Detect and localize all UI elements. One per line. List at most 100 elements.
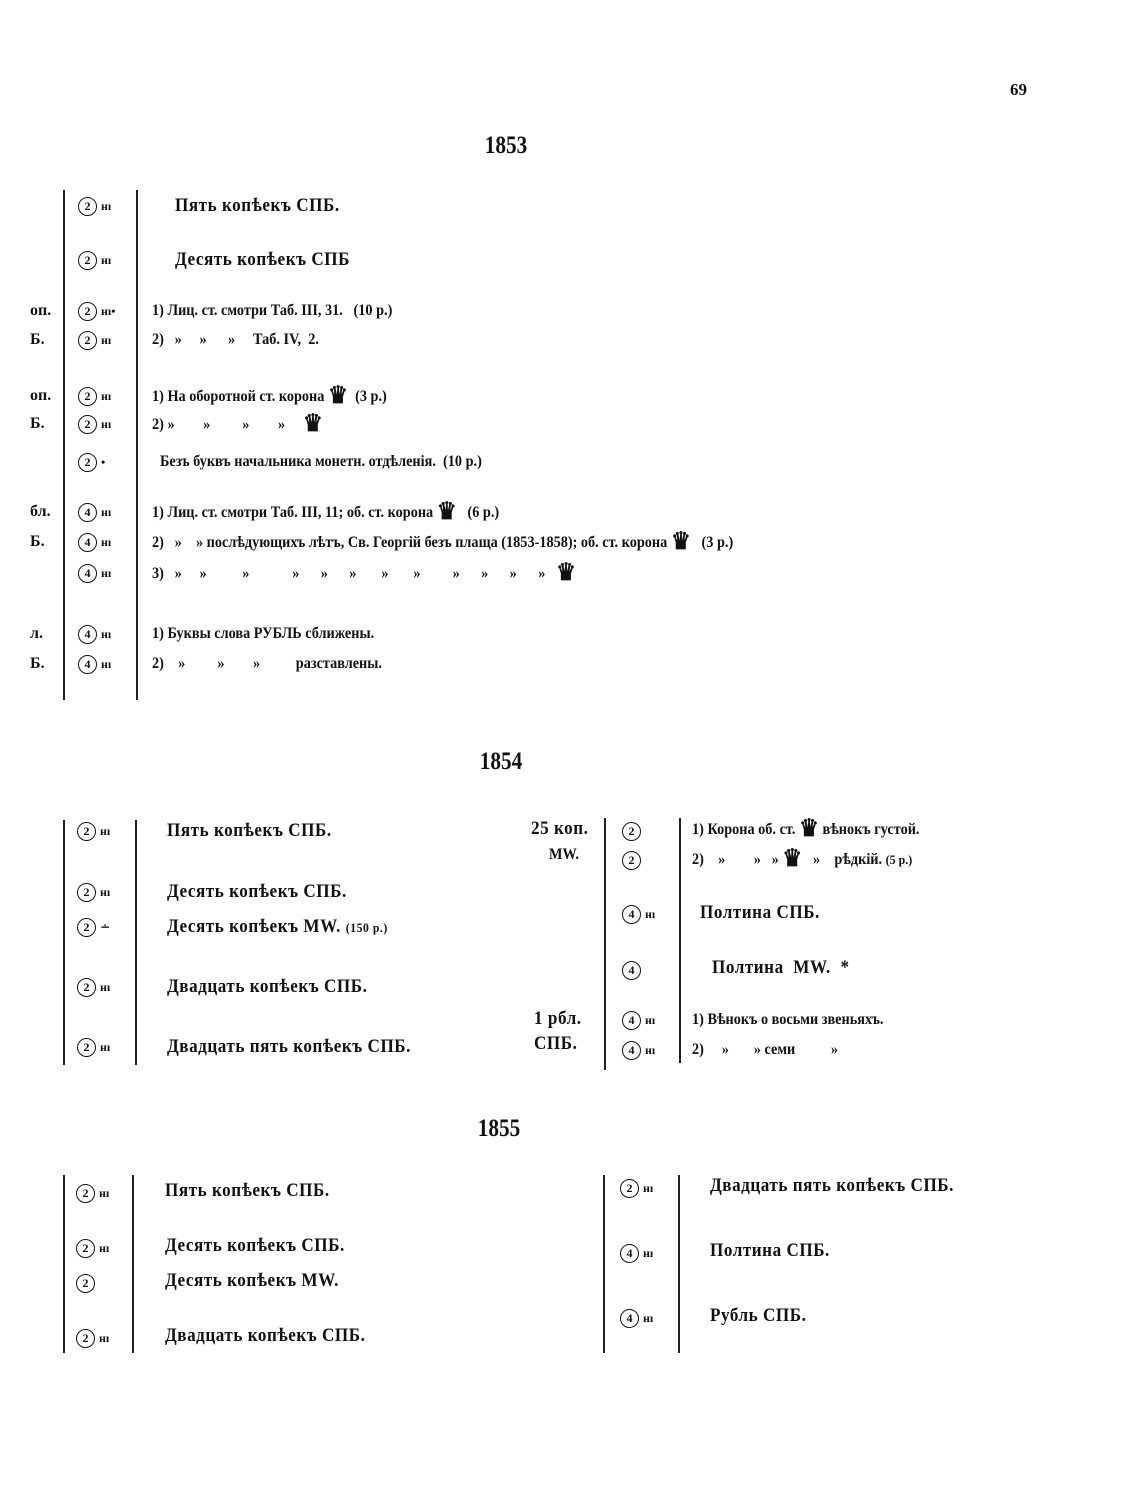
badge-mark: нı bbox=[101, 505, 112, 519]
denomination-badge: 2 нı bbox=[77, 1038, 110, 1057]
denomination-badge: 2 нı bbox=[78, 251, 111, 270]
entry: Безъ буквъ начальника монетн. отдѣленія.… bbox=[160, 453, 482, 470]
circled-number: 2 bbox=[78, 415, 97, 434]
price: (3 р.) bbox=[701, 534, 734, 551]
badge-mark: нı bbox=[101, 253, 112, 267]
denomination-badge: 2 нı bbox=[78, 387, 111, 406]
entry: Десять копѣекъ СПБ bbox=[175, 249, 350, 270]
circled-number: 4 bbox=[622, 1011, 641, 1030]
crown-icon: ♛ bbox=[782, 846, 803, 872]
badge-mark: нı bbox=[645, 907, 656, 921]
circled-number: 2 bbox=[77, 918, 96, 937]
badge-mark: нı bbox=[101, 333, 112, 347]
badge-mark: нı bbox=[100, 885, 111, 899]
denomination-badge: 2 нı bbox=[76, 1184, 109, 1203]
entry: Полтина СПБ. bbox=[710, 1240, 830, 1261]
denomination-badge: 2 bbox=[76, 1274, 99, 1293]
badge-mark: ∸ bbox=[100, 920, 111, 934]
entry: 2) » » семи » bbox=[692, 1041, 839, 1058]
entry: 3) » » » » » » » » » » » » ♛ bbox=[152, 560, 580, 586]
circled-number: 2 bbox=[78, 251, 97, 270]
column-rule bbox=[63, 190, 65, 700]
crown-icon: ♛ bbox=[436, 499, 457, 525]
entry-text: » рѣдкій. bbox=[813, 851, 883, 868]
circled-number: 4 bbox=[620, 1244, 639, 1263]
circled-number: 2 bbox=[78, 331, 97, 350]
badge-mark: нı bbox=[99, 1241, 110, 1255]
circled-number: 4 bbox=[78, 655, 97, 674]
entry-text: вѣнокъ густой. bbox=[822, 821, 920, 838]
entry-text: 1) Лиц. ст. смотри Таб. III, 11; об. ст.… bbox=[152, 504, 434, 521]
circled-number: 2 bbox=[77, 1038, 96, 1057]
badge-mark: нı bbox=[100, 1040, 111, 1054]
price: (150 р.) bbox=[345, 920, 388, 935]
margin-fragment: Б. bbox=[30, 533, 45, 550]
circled-number: 4 bbox=[622, 1041, 641, 1060]
circled-number: 2 bbox=[78, 387, 97, 406]
badge-mark: нı bbox=[643, 1311, 654, 1325]
margin-fragment: Б. bbox=[30, 655, 45, 672]
crown-icon: ♛ bbox=[799, 816, 819, 842]
entry: 1) Лиц. ст. смотри Таб. III, 11; об. ст.… bbox=[152, 499, 500, 525]
circled-number: 2 bbox=[76, 1239, 95, 1258]
margin-fragment: оп. bbox=[30, 302, 52, 319]
denomination: 1 рбл. bbox=[534, 1008, 582, 1029]
circled-number: 2 bbox=[76, 1329, 95, 1348]
entry: 2) » » » » ♛ bbox=[152, 412, 327, 436]
entry: 1) Корона об. ст.♛вѣнокъ густой. bbox=[692, 816, 920, 842]
entry: 1) Вѣнокъ о восьми звеньяхъ. bbox=[692, 1011, 884, 1028]
crown-icon: ♛ bbox=[328, 383, 348, 409]
page-number: 69 bbox=[1010, 80, 1027, 99]
badge-mark: нı bbox=[643, 1181, 654, 1195]
column-rule bbox=[63, 1175, 65, 1353]
mint-mark: СПБ. bbox=[533, 1033, 578, 1054]
entry: Десять копѣекъ MW. (150 р.) bbox=[167, 916, 388, 938]
entry: Двадцать копѣекъ СПБ. bbox=[167, 976, 368, 997]
margin-fragment: Б. bbox=[30, 331, 45, 348]
circled-number: 4 bbox=[78, 503, 97, 522]
column-rule bbox=[136, 190, 138, 700]
entry-text: 3) » » » » » » » » » » » » bbox=[152, 565, 546, 582]
price: (6 р.) bbox=[467, 504, 500, 521]
margin-fragment: бл. bbox=[30, 503, 51, 520]
entry: Пять копѣекъ СПБ. bbox=[165, 1180, 330, 1201]
badge-mark: нı bbox=[101, 417, 112, 431]
column-rule bbox=[678, 1175, 680, 1353]
entry-text: 2) » » послѣдующихъ лѣтъ, Св. Георгій бе… bbox=[152, 534, 668, 551]
denomination-badge: 2 bbox=[622, 822, 645, 841]
circled-number: 2 bbox=[76, 1274, 95, 1293]
entry: Пять копѣекъ СПБ. bbox=[167, 820, 332, 841]
entry: Десять копѣекъ СПБ. bbox=[167, 881, 347, 902]
badge-mark: нı bbox=[99, 1186, 110, 1200]
entry: 2) » » »♛ » рѣдкій. (5 р.) bbox=[692, 846, 912, 872]
badge-mark: нı bbox=[101, 566, 112, 580]
circled-number: 2 bbox=[76, 1184, 95, 1203]
denomination-badge: 2 нı bbox=[76, 1329, 109, 1348]
circled-number: 2 bbox=[78, 197, 97, 216]
badge-mark: нı bbox=[645, 1013, 656, 1027]
circled-number: 2 bbox=[78, 453, 97, 472]
year-heading-1855: 1855 bbox=[477, 1115, 521, 1142]
entry: Двадцать пять копѣекъ СПБ. bbox=[167, 1036, 411, 1057]
margin-fragment: Б. bbox=[30, 415, 45, 432]
denomination-badge: 2 bbox=[622, 851, 645, 870]
badge-mark: нı bbox=[99, 1331, 110, 1345]
circled-number: 2 bbox=[620, 1179, 639, 1198]
mint-mark: MW. bbox=[549, 846, 580, 863]
entry-text: 1) На оборотной ст. корона bbox=[152, 388, 325, 405]
badge-mark: нı bbox=[101, 389, 112, 403]
denomination: 25 коп. bbox=[531, 818, 589, 839]
margin-fragment: л. bbox=[30, 625, 43, 642]
denomination-badge: 2 нı bbox=[78, 331, 111, 350]
denomination-badge: 2• bbox=[78, 453, 105, 472]
crown-icon: ♛ bbox=[556, 560, 576, 586]
